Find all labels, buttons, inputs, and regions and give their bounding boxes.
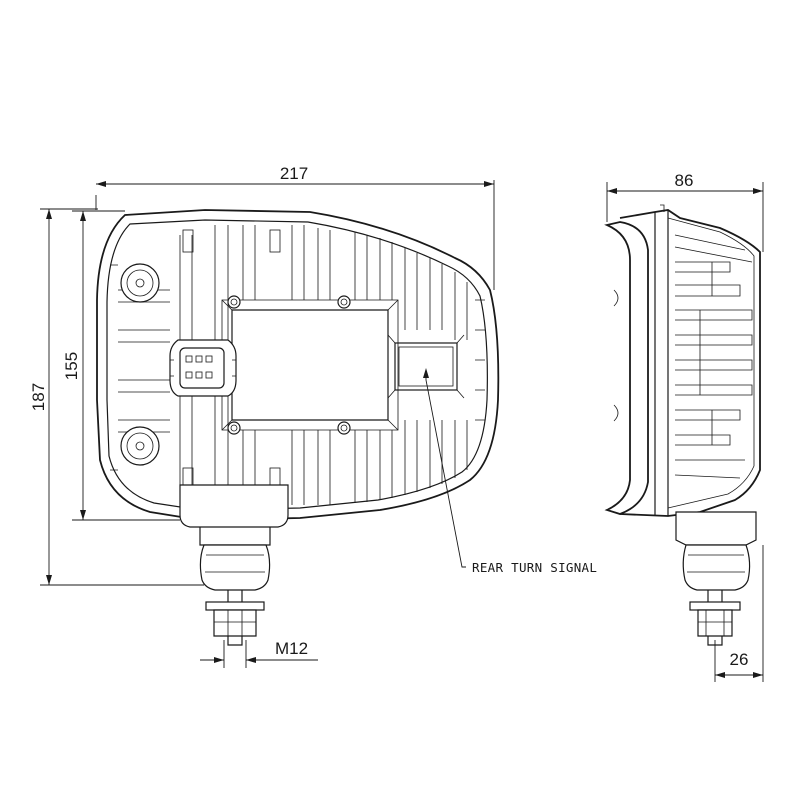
dimension-height-inner: 155 (62, 352, 81, 380)
side-nut (697, 609, 733, 637)
cooling-fins (110, 225, 485, 505)
central-plate (231, 309, 389, 421)
front-view (96, 209, 500, 646)
side-lens (604, 221, 649, 515)
electrical-connector (169, 339, 237, 397)
side-fins (674, 234, 753, 479)
dimension-height-total: 187 (29, 383, 48, 411)
front-housing-outline (96, 209, 500, 521)
label-rear-turn-signal: REAR TURN SIGNAL (472, 560, 597, 575)
side-mount-stem (682, 544, 751, 591)
mounting-bosses (120, 263, 160, 466)
dimension-width-total: 217 (280, 164, 308, 183)
side-housing (619, 209, 761, 517)
side-dimensions: 86 26 (606, 171, 764, 682)
rear-turn-signal-window (387, 334, 465, 399)
side-mount-block (675, 511, 757, 546)
mount-stem (199, 544, 271, 591)
dimension-bolt-offset: 26 (730, 650, 749, 669)
washer (205, 601, 265, 611)
mount-block (179, 484, 289, 528)
side-view (604, 204, 761, 646)
screws (227, 295, 351, 435)
dimension-bolt-thread: M12 (275, 639, 308, 658)
front-dimensions: 217 155 187 M12 REAR TURN SIGNAL (29, 164, 597, 668)
nut (213, 609, 257, 637)
front-housing-inner (106, 219, 488, 511)
dimension-depth-total: 86 (675, 171, 694, 190)
